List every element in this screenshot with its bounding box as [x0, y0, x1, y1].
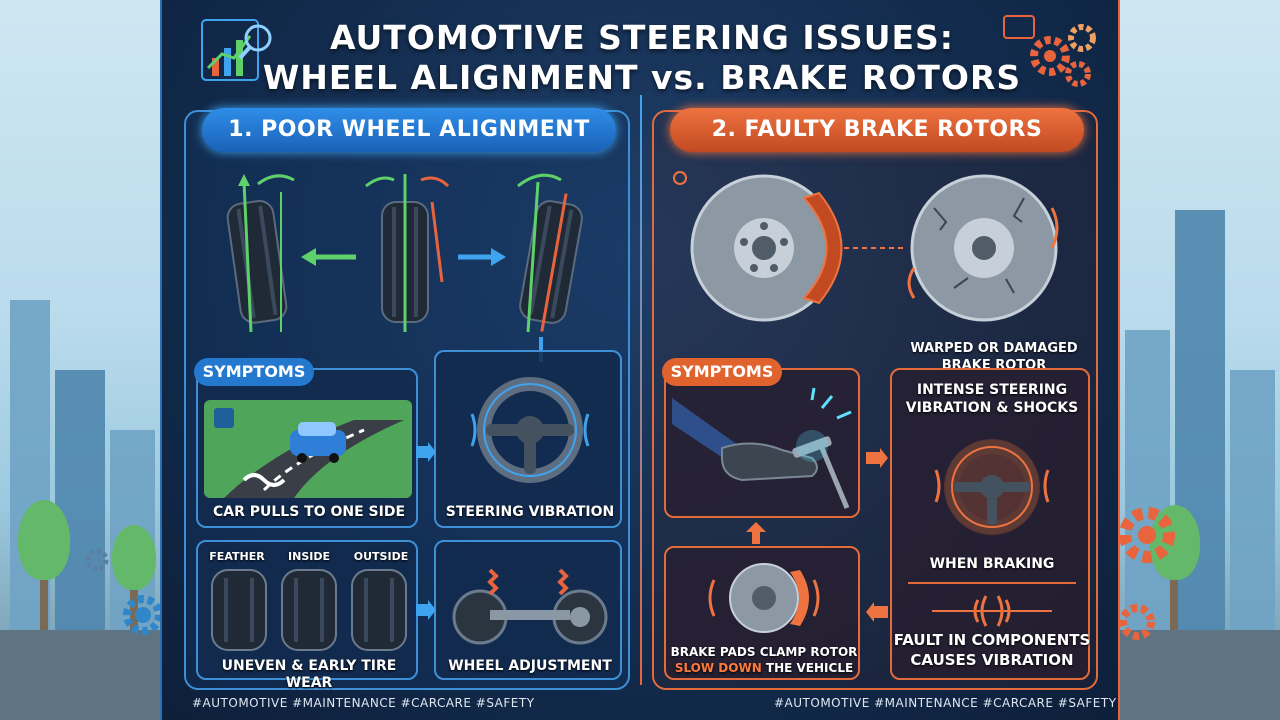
center-divider — [640, 95, 642, 685]
slow-down-highlight: SLOW DOWN — [674, 661, 762, 675]
symptoms-label-right: SYMPTOMS — [662, 358, 782, 386]
brake-rotors-panel: 2. FAULTY BRAKE ROTORS WARPED OR DAMAGED… — [652, 108, 1098, 690]
steering-vibration-box: STEERING VIBRATION — [434, 350, 622, 528]
intense-vibration-box: INTENSE STEERING VIBRATION & SHOCKS WHEN… — [890, 368, 1090, 680]
wheel-adjustment-box: WHEEL ADJUSTMENT — [434, 540, 622, 680]
chart-magnifier-icon — [201, 19, 272, 81]
intense-vibration-caption-1: INTENSE STEERING — [916, 382, 1068, 398]
wear-label-inside: INSIDE — [288, 550, 330, 563]
gear-icon — [1119, 604, 1155, 640]
hashtags-left: #AUTOMOTIVE #MAINTENANCE #CARCARE #SAFET… — [192, 696, 535, 710]
gears-icon — [1003, 15, 1096, 87]
intense-vibration-caption-2: VIBRATION & SHOCKS — [905, 400, 1079, 416]
tire-wear-box: FEATHER INSIDE OUTSIDE UNEVEN & EARLY TI… — [196, 540, 418, 691]
left-cityscape — [0, 0, 170, 720]
right-cityscape — [1110, 0, 1280, 720]
section-divider — [908, 582, 1076, 584]
gear-icon — [1119, 507, 1175, 563]
when-braking-caption: WHEN BRAKING — [929, 556, 1055, 572]
warped-rotor-caption-1: WARPED OR DAMAGED — [910, 341, 1078, 356]
worn-tires-illustration — [211, 569, 407, 651]
page-title: AUTOMOTIVE STEERING ISSUES: WHEEL ALIGNM… — [162, 18, 1122, 98]
brake-rotors-heading: 2. FAULTY BRAKE ROTORS — [670, 108, 1084, 152]
tire-wear-caption: UNEVEN & EARLY TIRE WEAR — [221, 658, 397, 691]
infographic-poster: AUTOMOTIVE STEERING ISSUES: WHEEL ALIGNM… — [160, 0, 1120, 720]
symptoms-label-left: SYMPTOMS — [194, 358, 314, 386]
car-on-road-illustration — [204, 400, 412, 498]
brake-pedal-box — [664, 368, 860, 518]
tire-alignment-illustration — [226, 173, 583, 362]
vehicle-text: THE VEHICLE — [761, 661, 854, 675]
left-arrow-icon — [866, 602, 888, 622]
steering-wheel-icon — [470, 377, 590, 483]
steering-vibration-caption: STEERING VIBRATION — [445, 504, 615, 520]
wheel-alignment-heading: 1. POOR WHEEL ALIGNMENT — [202, 108, 616, 152]
wear-label-outside: OUTSIDE — [353, 550, 409, 563]
brake-clamp-caption-1: BRAKE PADS CLAMP ROTOR — [670, 645, 858, 659]
fault-components-caption-1: FAULT IN COMPONENTS — [893, 631, 1091, 649]
brake-rotor-illustration — [673, 171, 1059, 322]
brake-clamp-box: BRAKE PADS CLAMP ROTOR SLOW DOWN THE VEH… — [664, 546, 860, 680]
car-pulls-caption: CAR PULLS TO ONE SIDE — [212, 504, 406, 520]
brake-clamp-caption-2: SLOW DOWN THE VEHICLE — [666, 660, 862, 677]
right-arrow-icon — [416, 442, 436, 462]
brake-clamp-illustration — [708, 563, 820, 633]
wear-label-feather: FEATHER — [209, 550, 265, 563]
suspension-icon — [452, 568, 608, 645]
fault-components-caption-2: CAUSES VIBRATION — [910, 651, 1074, 669]
title-line-1: AUTOMOTIVE STEERING ISSUES: — [329, 18, 954, 57]
gear-icon — [85, 548, 109, 572]
title-line-2: WHEEL ALIGNMENT vs. BRAKE ROTORS — [262, 58, 1022, 97]
car-pulls-box: CAR PULLS TO ONE SIDE — [196, 368, 418, 528]
right-arrow-icon — [416, 600, 436, 620]
wheel-alignment-panel: 1. POOR WHEEL ALIGNMENT — [184, 108, 630, 691]
wheel-adjustment-caption: WHEEL ADJUSTMENT — [448, 658, 612, 674]
right-arrow-icon — [866, 448, 888, 468]
foot-on-pedal-illustration — [672, 387, 852, 509]
steering-wheel-icon — [934, 439, 1050, 535]
gear-icon — [123, 595, 163, 635]
up-arrow-icon — [746, 522, 766, 544]
hashtags-right: #AUTOMOTIVE #MAINTENANCE #CARCARE #SAFET… — [774, 696, 1117, 710]
vibration-wave-icon — [932, 595, 1052, 627]
